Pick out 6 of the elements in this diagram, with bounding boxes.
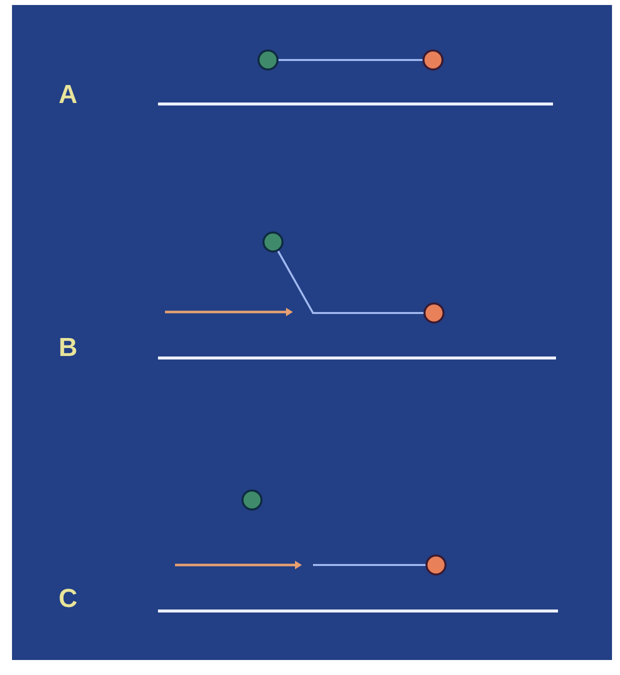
- panel-letter: C: [60, 588, 77, 608]
- connector-line: [278, 59, 422, 61]
- connector-line: [313, 564, 426, 566]
- panel-letter: B: [60, 338, 76, 356]
- connector-line: [277, 250, 424, 314]
- panel-letter: A: [59, 85, 77, 103]
